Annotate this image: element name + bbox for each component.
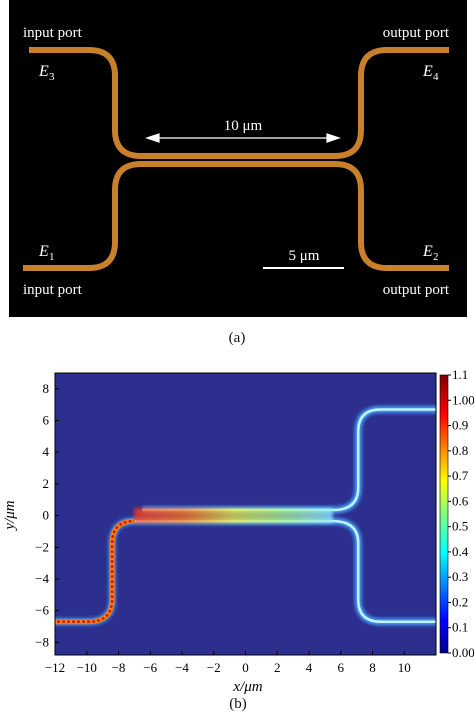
e1-label: E 1 [38, 243, 55, 263]
svg-text:2: 2 [433, 251, 439, 263]
scale-bar-label: 5 μm [289, 248, 320, 264]
x-tick-label: −12 [45, 660, 65, 675]
y-tick-label: −6 [35, 603, 49, 618]
caption-a: (a) [228, 330, 246, 346]
colorbar-tick-label: 0.4 [452, 544, 469, 559]
input-hot-core [55, 519, 135, 623]
x-tick-label: −4 [175, 660, 189, 675]
x-tick-label: 6 [338, 660, 345, 675]
colorbar-tick-label: 0.1 [452, 620, 468, 635]
e2-label: E 2 [422, 243, 439, 263]
y-tick-label: −8 [35, 634, 49, 649]
waveguide-arm-e3 [29, 47, 449, 159]
x-tick-label: −10 [77, 660, 97, 675]
svg-text:E: E [38, 63, 49, 80]
x-tick-label: 2 [274, 660, 281, 675]
y-tick-label: 8 [43, 381, 50, 396]
caption-b: (b) [229, 696, 247, 712]
colorbar-tick-label: 0.3 [452, 569, 468, 584]
colorbar-tick-label: 1.1 [452, 367, 468, 382]
colorbar-tick-label: 0.7 [452, 468, 469, 483]
colorbar-tick-label: 1.00 [452, 392, 474, 407]
colorbar: 0.00 0.1 0.2 0.3 0.4 0.5 0.6 0.7 0.8 0.9 1.00 1.1 [439, 367, 474, 660]
x-axis-label: x/μm [232, 679, 262, 695]
x-tick-label: −6 [143, 660, 157, 675]
x-tick-label: −2 [207, 660, 221, 675]
output-port-label-bottom: output port [383, 282, 450, 298]
svg-text:E: E [422, 243, 433, 260]
y-tick-label: −2 [35, 539, 49, 554]
colorbar-tick-label: 0.5 [452, 519, 468, 534]
plot-area [55, 373, 436, 655]
e4-label: E 4 [422, 63, 439, 83]
x-tick-label: 4 [306, 660, 313, 675]
svg-text:4: 4 [433, 71, 439, 83]
svg-text:E: E [422, 63, 433, 80]
e3-label: E 3 [38, 63, 55, 83]
input-port-label-bottom: input port [23, 282, 83, 298]
y-tick-label: 6 [43, 413, 50, 428]
x-tick-label: 8 [369, 660, 376, 675]
x-tick-label: −8 [112, 660, 126, 675]
x-tick-label: 10 [398, 660, 411, 675]
y-tick-label: 4 [43, 444, 50, 459]
coupler-field-band [134, 508, 333, 524]
colorbar-tick-label: 0.6 [452, 493, 469, 508]
y-axis-label: y/μm [2, 500, 18, 531]
svg-text:1: 1 [49, 251, 55, 263]
colorbar-tick-label: 0.00 [452, 645, 474, 660]
y-tick-label: 2 [43, 476, 50, 491]
colorbar-gradient [439, 374, 449, 654]
colorbar-tick-label: 0.8 [452, 443, 468, 458]
input-port-label-top: input port [23, 25, 83, 41]
waveguides [23, 47, 449, 271]
length-arrow [145, 133, 341, 143]
output-port-label-top: output port [383, 25, 450, 41]
y-tick-label: −4 [35, 571, 49, 586]
svg-text:E: E [38, 243, 49, 260]
y-tick-label: 0 [43, 508, 50, 523]
colorbar-tick-label: 0.9 [452, 418, 468, 433]
coupler-schematic: 10 μm 5 μm input port output port input … [9, 0, 467, 317]
colorbar-tick-label: 0.2 [452, 594, 468, 609]
axes: −12 −10 −8 −6 −4 −2 0 2 4 6 8 10 −8 −6 −4 −2 0 2 4 6 8 [35, 381, 411, 675]
svg-text:3: 3 [49, 71, 55, 83]
upper-waveguide-core [142, 408, 436, 512]
length-label: 10 μm [224, 118, 263, 134]
x-tick-label: 0 [242, 660, 249, 675]
waveguide-arm-e1 [23, 161, 449, 271]
